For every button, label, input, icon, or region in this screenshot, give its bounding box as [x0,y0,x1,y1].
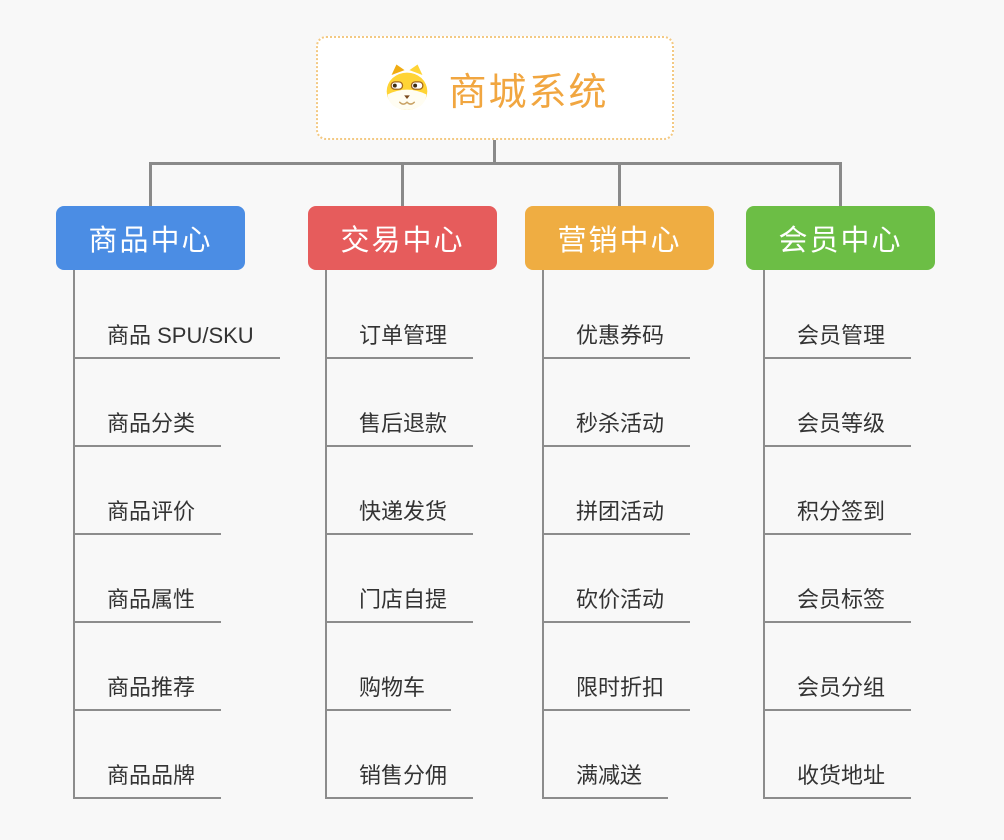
subtopic[interactable]: 积分签到 [765,447,912,535]
subtopic[interactable]: 购物车 [327,623,452,711]
branch-label: 交易中心 [340,225,465,257]
subtopic[interactable]: 商品属性 [75,535,222,623]
branch-label: 商品中心 [88,225,213,257]
connector-drop-member [839,163,842,207]
connector-drop-marketing [618,163,621,207]
branch-label: 营销中心 [557,225,682,257]
connector-drop-product [149,163,152,207]
subtopic[interactable]: 商品评价 [75,447,222,535]
branch-node-marketing-center[interactable]: 营销中心 [525,206,714,270]
branch-children-product: 商品 SPU/SKU 商品分类 商品评价 商品属性 商品推荐 商品品牌 [73,270,280,799]
subtopic[interactable]: 满减送 [544,711,669,799]
subtopic[interactable]: 砍价活动 [544,535,691,623]
subtopic[interactable]: 会员等级 [765,359,912,447]
subtopic[interactable]: 快递发货 [327,447,474,535]
connector-root-stub [493,140,496,164]
branch-node-trade-center[interactable]: 交易中心 [308,206,497,270]
branch-children-member: 会员管理 会员等级 积分签到 会员标签 会员分组 收货地址 [763,270,912,799]
connector-horizontal-spine [149,162,842,165]
subtopic[interactable]: 会员管理 [765,270,912,359]
subtopic[interactable]: 售后退款 [327,359,474,447]
branch-column-member: 会员中心 会员管理 会员等级 积分签到 会员标签 会员分组 收货地址 [746,206,935,799]
branch-children-marketing: 优惠券码 秒杀活动 拼团活动 砍价活动 限时折扣 满减送 [542,270,691,799]
connector-drop-trade [401,163,404,207]
subtopic[interactable]: 门店自提 [327,535,474,623]
branch-column-trade: 交易中心 订单管理 售后退款 快递发货 门店自提 购物车 销售分佣 [308,206,497,799]
branch-node-member-center[interactable]: 会员中心 [746,206,935,270]
subtopic[interactable]: 订单管理 [327,270,474,359]
subtopic[interactable]: 商品分类 [75,359,222,447]
subtopic[interactable]: 商品 SPU/SKU [75,270,280,359]
branch-children-trade: 订单管理 售后退款 快递发货 门店自提 购物车 销售分佣 [325,270,474,799]
subtopic[interactable]: 收货地址 [765,711,912,799]
subtopic[interactable]: 销售分佣 [327,711,474,799]
root-title: 商城系统 [448,71,609,114]
subtopic[interactable]: 商品品牌 [75,711,222,799]
branch-label: 会员中心 [778,225,903,257]
subtopic[interactable]: 优惠券码 [544,270,691,359]
subtopic[interactable]: 限时折扣 [544,623,691,711]
branch-node-product-center[interactable]: 商品中心 [56,206,245,270]
branch-column-marketing: 营销中心 优惠券码 秒杀活动 拼团活动 砍价活动 限时折扣 满减送 [525,206,714,799]
subtopic[interactable]: 会员标签 [765,535,912,623]
subtopic[interactable]: 拼团活动 [544,447,691,535]
shiba-dog-icon [381,62,433,114]
subtopic[interactable]: 秒杀活动 [544,359,691,447]
root-node-mall-system[interactable]: 商城系统 [316,36,674,140]
branch-column-product: 商品中心 商品 SPU/SKU 商品分类 商品评价 商品属性 商品推荐 商品品牌 [56,206,280,799]
subtopic[interactable]: 会员分组 [765,623,912,711]
subtopic[interactable]: 商品推荐 [75,623,222,711]
